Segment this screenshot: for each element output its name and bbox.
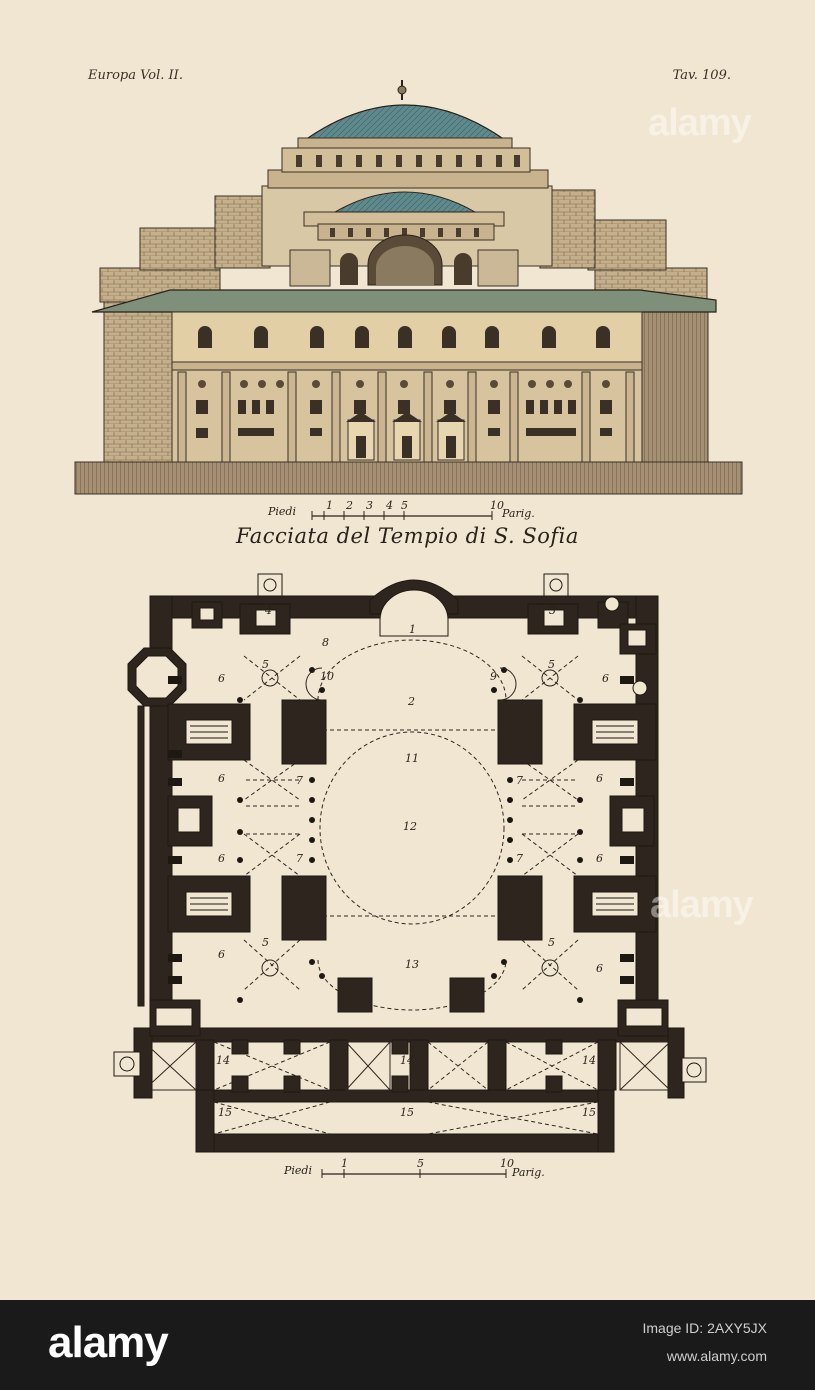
plan-label: 7 — [516, 852, 523, 865]
scale-left-label: Piedi — [268, 505, 296, 518]
plan-label: 6 — [596, 852, 603, 865]
volume-label: Europa Vol. II. — [88, 68, 183, 83]
scale-tick-label: 2 — [346, 499, 353, 512]
plan-label: 7 — [296, 852, 303, 865]
plate-caption: Facciata del Tempio di S. Sofia — [236, 524, 579, 548]
plan-label: 6 — [596, 772, 603, 785]
scale-right-label: Parig. — [502, 507, 535, 520]
plan-label: 6 — [596, 962, 603, 975]
scale-tick-label: 3 — [366, 499, 373, 512]
image-id: Image ID: 2AXY5JX — [642, 1320, 767, 1336]
plan-label: 3 — [549, 604, 556, 617]
scale-left-label: Piedi — [284, 1164, 312, 1177]
watermark: alamy — [650, 884, 754, 926]
site-url[interactable]: www.alamy.com — [666, 1348, 767, 1364]
plan-labels: 1 2 3 4 5 5 5 5 6 6 6 6 6 6 6 6 7 7 7 7 … — [216, 604, 609, 1119]
scale-tick-label: 10 — [500, 1157, 514, 1170]
scale-tick-label: 10 — [490, 499, 504, 512]
plan-label: 5 — [262, 658, 269, 671]
plan-label: 11 — [405, 752, 419, 765]
plan-label: 1 — [409, 623, 416, 636]
plan-label: 13 — [405, 958, 419, 971]
plan-label: 8 — [322, 636, 329, 649]
plan-label: 14 — [216, 1054, 230, 1067]
plan-label: 15 — [218, 1106, 232, 1119]
plan-label: 9 — [490, 670, 497, 683]
engraving-plate: 1 2 3 4 5 5 5 5 6 6 6 6 6 6 6 6 7 7 7 7 … — [0, 0, 815, 1300]
facade-elevation — [74, 73, 743, 495]
plan-label: 5 — [262, 936, 269, 949]
plan-label: 6 — [218, 772, 225, 785]
floor-plan — [113, 573, 707, 1153]
plate-number: Tav. 109. — [672, 68, 731, 83]
plan-label: 7 — [296, 774, 303, 787]
upper-windows — [198, 326, 610, 348]
scale-tick-label: 1 — [326, 499, 333, 512]
scale-tick-label: 1 — [341, 1157, 348, 1170]
lower-windows — [196, 400, 612, 438]
cross-vaults — [143, 667, 671, 1091]
plan-label: 5 — [548, 658, 555, 671]
plan-label: 15 — [582, 1106, 596, 1119]
plan-label: 12 — [403, 820, 417, 833]
plan-label: 14 — [400, 1054, 414, 1067]
alamy-logo: alamy — [48, 1318, 169, 1367]
plan-label: 6 — [218, 948, 225, 961]
plan-label: 15 — [400, 1106, 414, 1119]
plan-label: 6 — [602, 672, 609, 685]
watermark: alamy — [648, 102, 752, 144]
elevation-scale-bar — [311, 511, 493, 520]
scale-tick-label: 5 — [417, 1157, 424, 1170]
vault-lines — [213, 639, 599, 1135]
plan-label: 2 — [407, 695, 415, 708]
plan-scale-bar — [321, 1169, 507, 1178]
scale-right-label: Parig. — [512, 1166, 545, 1179]
plan-label: 10 — [320, 670, 334, 683]
plan-label: 14 — [582, 1054, 596, 1067]
footer-bar: alamy Image ID: 2AXY5JX www.alamy.com — [0, 1300, 815, 1390]
plan-label: 4 — [264, 604, 272, 617]
plan-label: 6 — [218, 852, 225, 865]
plan-label: 7 — [516, 774, 523, 787]
scale-tick-label: 4 — [386, 499, 393, 512]
plan-label: 5 — [548, 936, 555, 949]
engraving-artwork: 1 2 3 4 5 5 5 5 6 6 6 6 6 6 6 6 7 7 7 7 … — [74, 73, 743, 1178]
plan-label: 6 — [218, 672, 225, 685]
scale-tick-label: 5 — [401, 499, 408, 512]
